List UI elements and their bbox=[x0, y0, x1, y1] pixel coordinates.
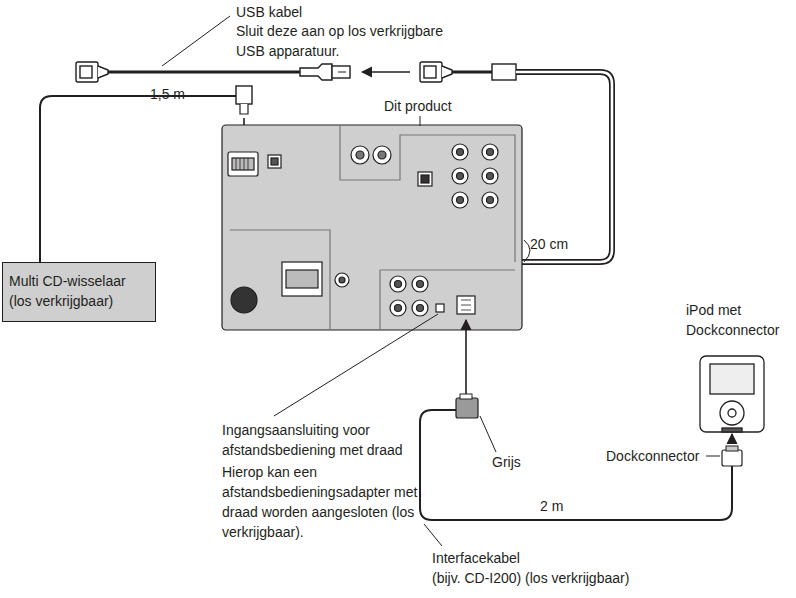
bracket bbox=[524, 240, 530, 262]
box-text: Multi CD-wisselaar (los verkrijgbaar) bbox=[9, 271, 149, 311]
callout-label: iPod met Dockconnector bbox=[686, 300, 792, 340]
callout-label: 20 cm bbox=[530, 234, 568, 254]
callout-label: Grijs bbox=[492, 452, 521, 472]
interface-cable bbox=[420, 394, 742, 520]
ipod-device bbox=[700, 356, 764, 432]
leader-line bbox=[706, 456, 720, 457]
callout-label: (bijv. CD-I200) (los verkrijgbaar) bbox=[432, 568, 629, 588]
cd-changer-cable bbox=[40, 86, 252, 262]
callout-label: 1,5 m bbox=[150, 84, 185, 104]
callout-label: Interfacekabel bbox=[432, 548, 520, 568]
insert-arrow bbox=[731, 434, 733, 444]
callout-label: Ingangsaansluiting voor afstandsbedienin… bbox=[222, 420, 437, 460]
insert-arrow bbox=[362, 71, 410, 73]
callout-label: USB kabel bbox=[236, 2, 302, 22]
leader-line bbox=[162, 16, 230, 66]
callout-label: Hierop kan een afstandsbedieningsadapter… bbox=[222, 462, 437, 542]
leader-line bbox=[424, 524, 442, 546]
callout-label: Dockconnector bbox=[606, 446, 699, 466]
leader-line bbox=[420, 116, 421, 126]
head-unit-back-panel bbox=[222, 125, 522, 330]
callout-label: Sluit deze aan op los verkrijgbare USB a… bbox=[236, 21, 448, 61]
usb-cable bbox=[76, 62, 350, 82]
leader-line bbox=[274, 314, 438, 416]
component-box: Multi CD-wisselaar (los verkrijgbaar) bbox=[2, 262, 156, 322]
callout-label: Dit product bbox=[384, 96, 452, 116]
callout-label: 2 m bbox=[540, 496, 563, 516]
leader-line bbox=[480, 416, 496, 452]
insert-arrow bbox=[465, 320, 467, 394]
